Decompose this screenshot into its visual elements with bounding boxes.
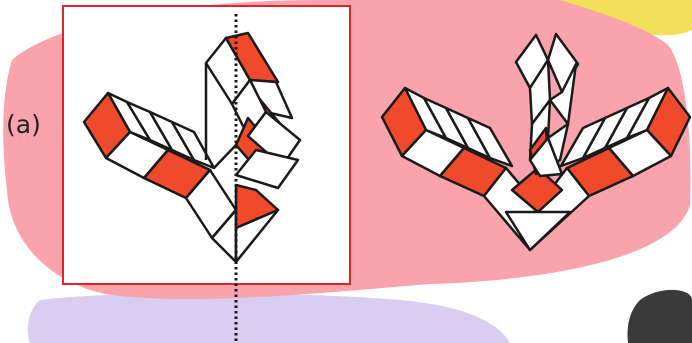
left-edge-line (213, 144, 237, 169)
full-left-arm-top-4 (466, 116, 514, 168)
center-bottom (504, 210, 572, 252)
column-cap-right (546, 32, 580, 94)
column-right-1 (548, 62, 578, 126)
center-red-face (510, 166, 564, 214)
lavender-blob-bottom (27, 293, 510, 343)
right-arm-front-3 (234, 148, 300, 190)
dark-blob-bottom-right (627, 289, 692, 343)
column-lower (528, 136, 564, 178)
yellow-blob-top-right (560, 0, 692, 36)
figure-label: (a) (6, 110, 41, 139)
full-right-arm-top-4 (559, 116, 607, 168)
left-shape (82, 31, 302, 264)
right-arm-side-red-1 (224, 31, 280, 84)
right-shape (380, 32, 692, 252)
